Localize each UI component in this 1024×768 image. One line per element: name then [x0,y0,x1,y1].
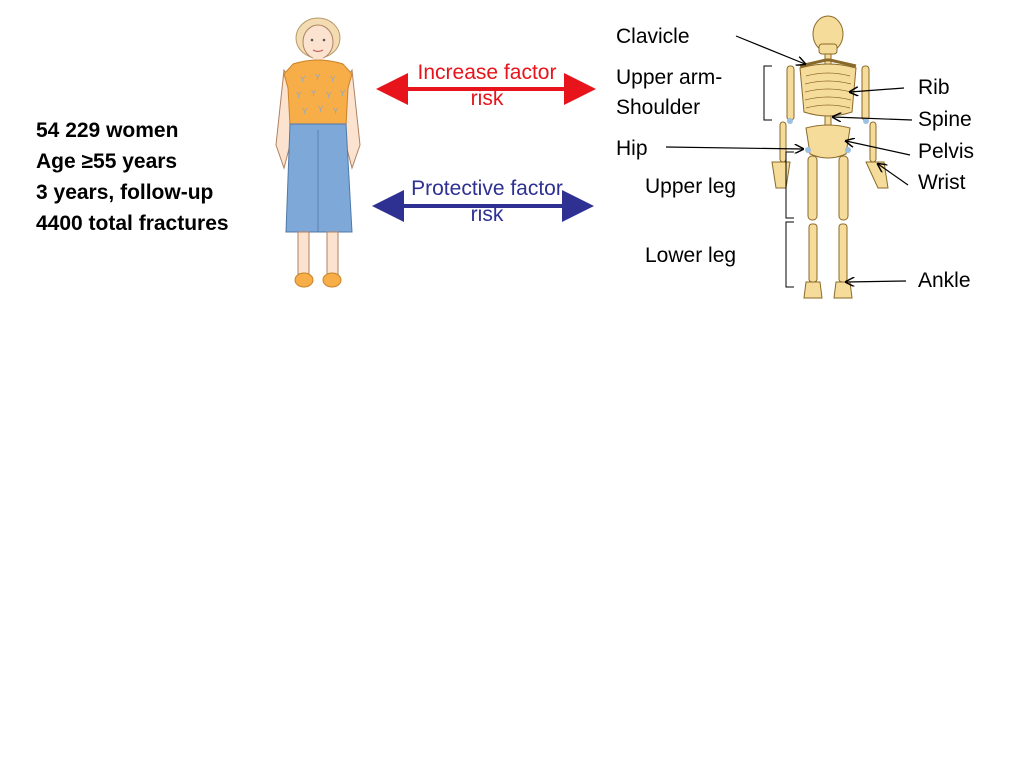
lower-leg-bracket [785,221,794,288]
protective-label-line2: risk [470,203,504,226]
label-wrist: Wrist [918,171,966,194]
label-shoulder: Shoulder [616,96,701,119]
svg-text:Y: Y [296,91,302,100]
label-upper-arm: Upper arm- [616,66,723,89]
label-lower-leg: Lower leg [645,244,737,267]
spine-pointer [833,117,913,120]
label-upper-leg: Upper leg [645,175,737,198]
study-women: 54 229 women [36,119,179,142]
protective-risk-label: Protective factor risk [387,176,587,228]
study-followup: 3 years, follow-up [36,181,214,204]
label-clavicle: Clavicle [616,25,690,48]
study-summary: 54 229 women Age ≥55 years 3 years, foll… [36,115,229,239]
protective-label-line1: Protective factor [411,177,563,200]
label-spine: Spine [918,108,972,131]
wrist-pointer [878,164,909,186]
svg-text:Y: Y [300,75,306,84]
increase-label-line2: risk [470,87,504,110]
label-hip: Hip [616,137,648,160]
clavicle-pointer [735,35,805,64]
hip-pointer [665,147,803,149]
svg-text:Y: Y [302,107,308,116]
svg-text:Y: Y [340,89,346,98]
upper-arm-bracket [763,65,772,121]
svg-text:Y: Y [333,107,339,116]
study-age: Age ≥55 years [36,150,178,173]
increase-label-line1: Increase factor [417,61,557,84]
svg-text:Y: Y [326,91,332,100]
svg-text:Y: Y [311,89,317,98]
pelvis-pointer [846,141,911,156]
svg-text:Y: Y [315,73,321,82]
rib-pointer [850,88,905,92]
ankle-pointer [846,281,907,282]
study-fractures: 4400 total fractures [36,212,229,235]
svg-text:Y: Y [318,105,324,114]
label-ankle: Ankle [918,269,971,292]
increase-risk-label: Increase factor risk [387,60,587,112]
svg-text:Y: Y [330,75,336,84]
upper-leg-bracket [785,151,794,219]
label-rib: Rib [918,76,950,99]
label-pelvis: Pelvis [918,140,975,163]
